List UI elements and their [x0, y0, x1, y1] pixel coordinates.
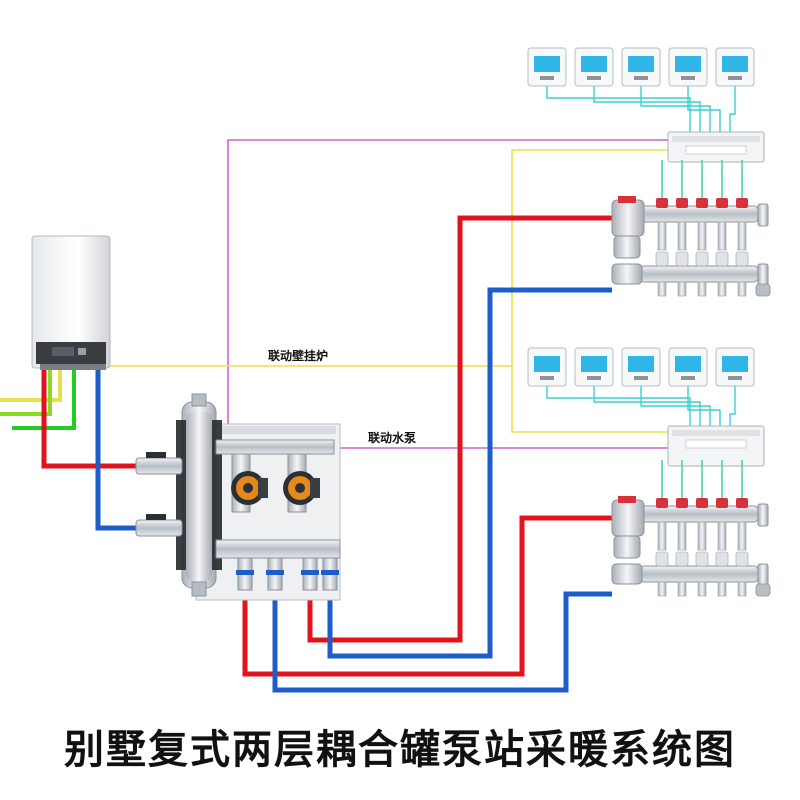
upper-supply-pipe	[307, 215, 612, 643]
wall-boiler-icon	[31, 235, 111, 370]
thermostat-wire	[687, 386, 721, 426]
thermostat-icon	[668, 47, 708, 87]
thermostat-wire	[640, 386, 711, 426]
diagram-title: 别墅复式两层耦合罐泵站采暖系统图	[64, 727, 736, 773]
thermostat-icon	[715, 347, 755, 387]
lower-return-pipe	[272, 588, 612, 693]
green-hot-water-pipe	[0, 370, 52, 416]
yellow-gas-pipe	[0, 370, 62, 402]
lower-thermostats	[527, 347, 755, 426]
thermostat-wire	[546, 386, 691, 426]
thermostat-wire	[593, 86, 701, 132]
green-cold-water-pipe	[12, 370, 76, 430]
thermostat-icon	[574, 347, 614, 387]
upper-thermostats	[527, 47, 755, 132]
circulation-pump-1-icon	[231, 453, 268, 513]
thermostat-wire	[640, 86, 711, 132]
signal-wires	[104, 139, 668, 449]
thermostat-wire	[593, 386, 701, 426]
boiler-supply-pipe	[41, 370, 140, 469]
thermostat-wire	[729, 386, 736, 426]
upper-return-pipe	[327, 287, 612, 659]
pump-link-label: 联动水泵	[368, 430, 416, 445]
lower-supply-pipe	[242, 515, 612, 677]
floor-pipes	[242, 215, 612, 693]
supply-manifold-bar	[639, 205, 759, 223]
boiler-supply-valve-icon	[135, 452, 183, 475]
thermostat-wire	[729, 86, 736, 132]
thermostat-icon	[527, 47, 567, 87]
coupling-tank-icon	[176, 393, 222, 597]
station-outlets	[236, 557, 339, 591]
thermostat-icon	[621, 347, 661, 387]
return-manifold-bar	[639, 565, 759, 583]
thermostat-icon	[621, 47, 661, 87]
pump-station	[135, 393, 341, 601]
thermostat-wire	[687, 86, 721, 132]
lower-wiring-center-icon	[667, 425, 765, 467]
thermostat-icon	[668, 347, 708, 387]
boiler-return-pipe	[95, 370, 140, 531]
yellow-wire-upper	[511, 149, 668, 366]
boiler-pipes	[0, 370, 140, 531]
return-manifold-bar	[639, 265, 759, 283]
thermostat-icon	[527, 347, 567, 387]
thermostat-wire	[546, 86, 691, 132]
thermostat-icon	[715, 47, 755, 87]
circulation-pump-2-icon	[283, 453, 320, 513]
upper-wiring-center-icon	[667, 131, 765, 163]
supply-manifold-bar	[639, 505, 759, 523]
boiler-link-label: 联动壁挂炉	[268, 348, 328, 363]
return-header	[215, 539, 341, 559]
upper-manifold	[611, 160, 771, 297]
yellow-wire-lower	[511, 366, 668, 433]
thermostat-icon	[574, 47, 614, 87]
violet-wire-upper	[227, 139, 668, 440]
boiler-return-valve-icon	[135, 514, 183, 537]
supply-header	[215, 439, 335, 455]
lower-manifold	[611, 460, 771, 597]
